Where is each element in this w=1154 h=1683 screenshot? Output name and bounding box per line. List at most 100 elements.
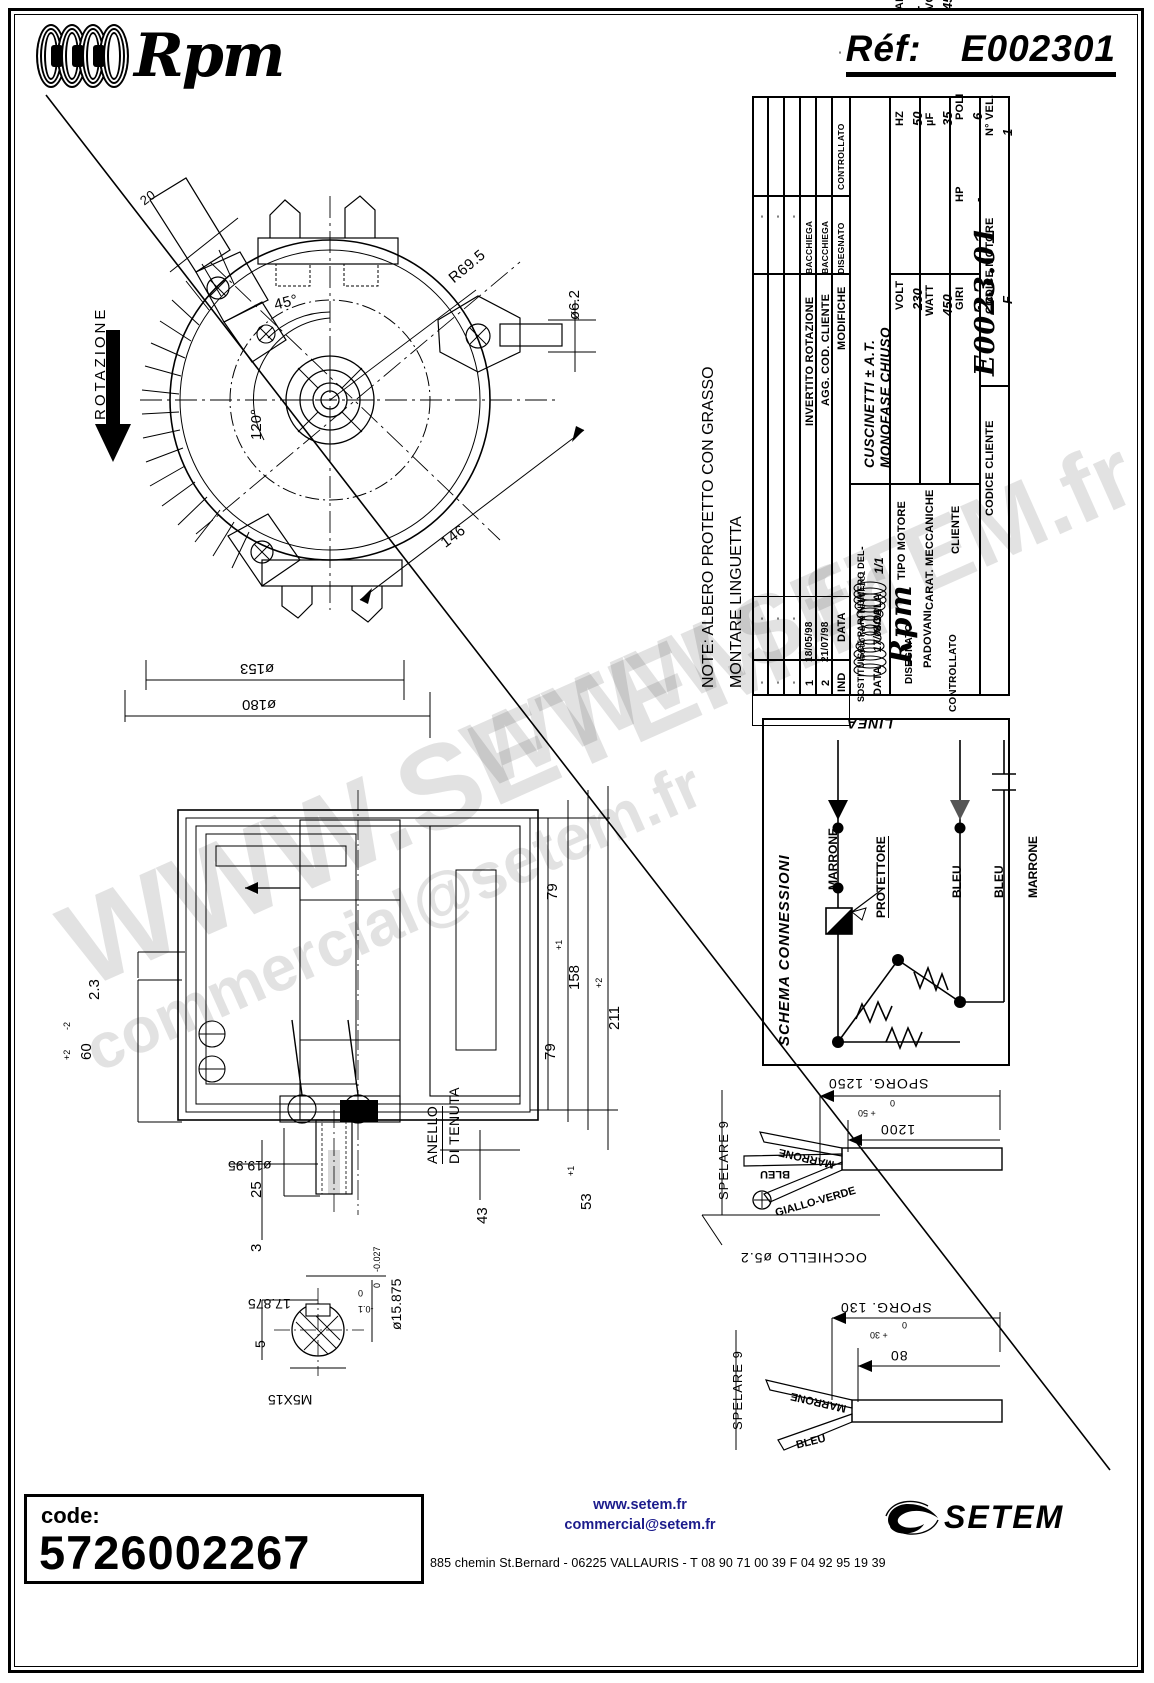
code-label: code: (41, 1503, 100, 1528)
dim-thread-m5x15: M5X15 (268, 1392, 313, 1408)
cable1-spelare: SPELARE 9 (716, 1120, 731, 1200)
dim-shoulder-3: 3 (248, 1243, 265, 1252)
rev3-dis: - (788, 214, 798, 218)
rev1-controllato: - (834, 50, 844, 54)
seal-ring-label-2: DI TENUTA (446, 1086, 462, 1164)
schema-wire-marrone-2: MARRONE (1026, 836, 1040, 898)
footer-email[interactable]: commercial@setem.fr (564, 1516, 716, 1533)
rpm-logo: Rpm (36, 21, 285, 91)
spec-value-nvel: 1 (1000, 128, 1015, 136)
dim-height-60-tol-dn: -2 (62, 1021, 72, 1030)
schema-connessioni: SCHEMA CONNESSIONI (762, 718, 1010, 1066)
schema-linea-label: LINEA (846, 716, 893, 732)
footer-contact: www.setem.fr commercial@setem.fr (430, 1496, 850, 1535)
dim-flange-153: ø153 (240, 660, 275, 677)
rev2-ind: 2 (820, 679, 832, 686)
col-modifiche: MODIFICHE (836, 286, 848, 350)
schema-wire-protettore: PROTETTORE (874, 836, 889, 918)
rev1-desc: INVERTITO ROTAZIONE (804, 296, 816, 426)
setem-brand-text: SETEM (944, 1498, 1065, 1535)
dim-width-79b: 79 (542, 1043, 559, 1060)
sostituisce-label: SOSTITUISCE PARI NUMERO DEL (856, 550, 866, 702)
dim-width-79a: 79 (544, 883, 561, 900)
rev3-data: - (788, 616, 798, 620)
dim-width-211: 211 (606, 1006, 623, 1030)
reference-box: Réf: E002301 (845, 28, 1116, 77)
cable1-tol-up: + 50 (858, 1108, 876, 1118)
dim-shaft-tol-up: 0 (372, 1282, 382, 1288)
carat-label: CARAT. MECCANICHE (924, 489, 936, 610)
dim-thickness-2-3: 2.3 (86, 979, 103, 1000)
code-value: 5726002267 (39, 1526, 311, 1579)
ref-label: Réf: (845, 28, 922, 69)
scala-value: 1/1 (872, 557, 886, 574)
spec-label-uf: µF (924, 112, 936, 126)
data-value: 17/04/98 (872, 609, 884, 652)
cable1-eyelet: OCCHIELLO ø5.2 (740, 1250, 867, 1266)
cable2-tol-dn: 0 (902, 1320, 908, 1330)
dim-key-17-875: 17.875 (248, 1296, 291, 1312)
controllato-label: CONTROLLATO (948, 634, 959, 712)
setem-swirl-icon (885, 1500, 939, 1535)
col-data: DATA (836, 612, 848, 642)
dim-depth-53: 53 (578, 1193, 595, 1210)
spec-value-hp: - (970, 197, 985, 202)
rev5-data: - (756, 616, 766, 620)
footer-website[interactable]: www.setem.fr (593, 1497, 687, 1513)
col-disegnato: DISEGNATO (836, 222, 846, 274)
cable1-wire-blue: BLEU (760, 1168, 790, 1180)
disegnato-value: PADOVANI (922, 609, 934, 668)
dim-key-tol-dn: -0.1 (358, 1304, 374, 1314)
dim-width-211-tol: +2 (594, 977, 604, 988)
spec-label-vc: VC (924, 0, 936, 10)
dim-key-tol-up: 0 (358, 1288, 364, 1298)
spec-label-nvel: N° VEL. (984, 94, 996, 136)
dim-key-width-5: 5 (252, 1340, 268, 1348)
cable2-spelare: SPELARE 9 (730, 1350, 745, 1430)
code-box: code: 5726002267 (24, 1494, 424, 1584)
rotation-arrow-icon (95, 330, 131, 462)
rev2-desc: AGG. COD. CLIENTE (820, 293, 832, 406)
spec-value-uf: 35 (940, 111, 955, 126)
cable1-sporg: SPORG. 1250 (828, 1076, 929, 1092)
schema-wire-marrone: MARRONE (826, 828, 840, 890)
rev2-disegnato: BACCHIEGA (804, 220, 814, 274)
schema-wire-bleu-2: BLEU (992, 865, 1006, 898)
rev5-dis: - (756, 214, 766, 218)
spec-label-volt: VOLT (894, 280, 906, 310)
rev1-disegnato: BACCHIEGA (820, 220, 830, 274)
rev1-ind: 1 (804, 679, 816, 686)
spec-label-hp: HP (954, 186, 966, 202)
dim-angle-120: 120° (248, 408, 265, 440)
seal-ring-label-1: ANELLO (424, 1105, 443, 1164)
rev5-ind: - (756, 680, 766, 684)
coil-spring-icon (36, 24, 129, 88)
sheet-border-inner (14, 14, 1138, 1667)
dim-depth-43: 43 (474, 1207, 491, 1224)
rev4-data: - (772, 616, 782, 620)
dim-depth-53-tol: +1 (566, 1165, 576, 1176)
note-line-1: NOTE: ALBERO PROTETTO CON GRASSO (700, 366, 717, 688)
spec-value-volt: 230 (910, 288, 925, 310)
spec-label-poli: POLI (954, 93, 966, 120)
note-line-2: MONTARE LINGUETTA (728, 516, 745, 688)
col-controllato: CONTROLLATO (836, 123, 846, 190)
tipo-motore-label: TIPO MOTORE (896, 500, 908, 580)
schema-wire-bleu-1: BLEU (950, 865, 964, 898)
coil-spring-icon-small (853, 581, 887, 677)
dim-height-60-tol-up: +2 (62, 1049, 72, 1060)
codice-cliente-label: CODICE CLIENTE (984, 420, 996, 516)
codice-motore-value: E0023.01 (970, 225, 1001, 376)
dim-shaft-dia-19-95: ø19.95 (228, 1158, 272, 1174)
rpm-logo-text: Rpm (134, 21, 285, 91)
spec-value-hz: 50 (910, 111, 925, 126)
spec-label-hz: HZ (894, 110, 906, 126)
rev4-dis: - (772, 214, 782, 218)
dim-shaft-dia-15-875: ø15.875 (388, 1278, 404, 1330)
rotazione-label: ROTAZIONE (92, 306, 109, 420)
schema-title: SCHEMA CONNESSIONI (776, 854, 793, 1046)
footer-address: 885 chemin St.Bernard - 06225 VALLAURIS … (430, 1556, 886, 1570)
spec-value-cl: F (1000, 296, 1015, 304)
